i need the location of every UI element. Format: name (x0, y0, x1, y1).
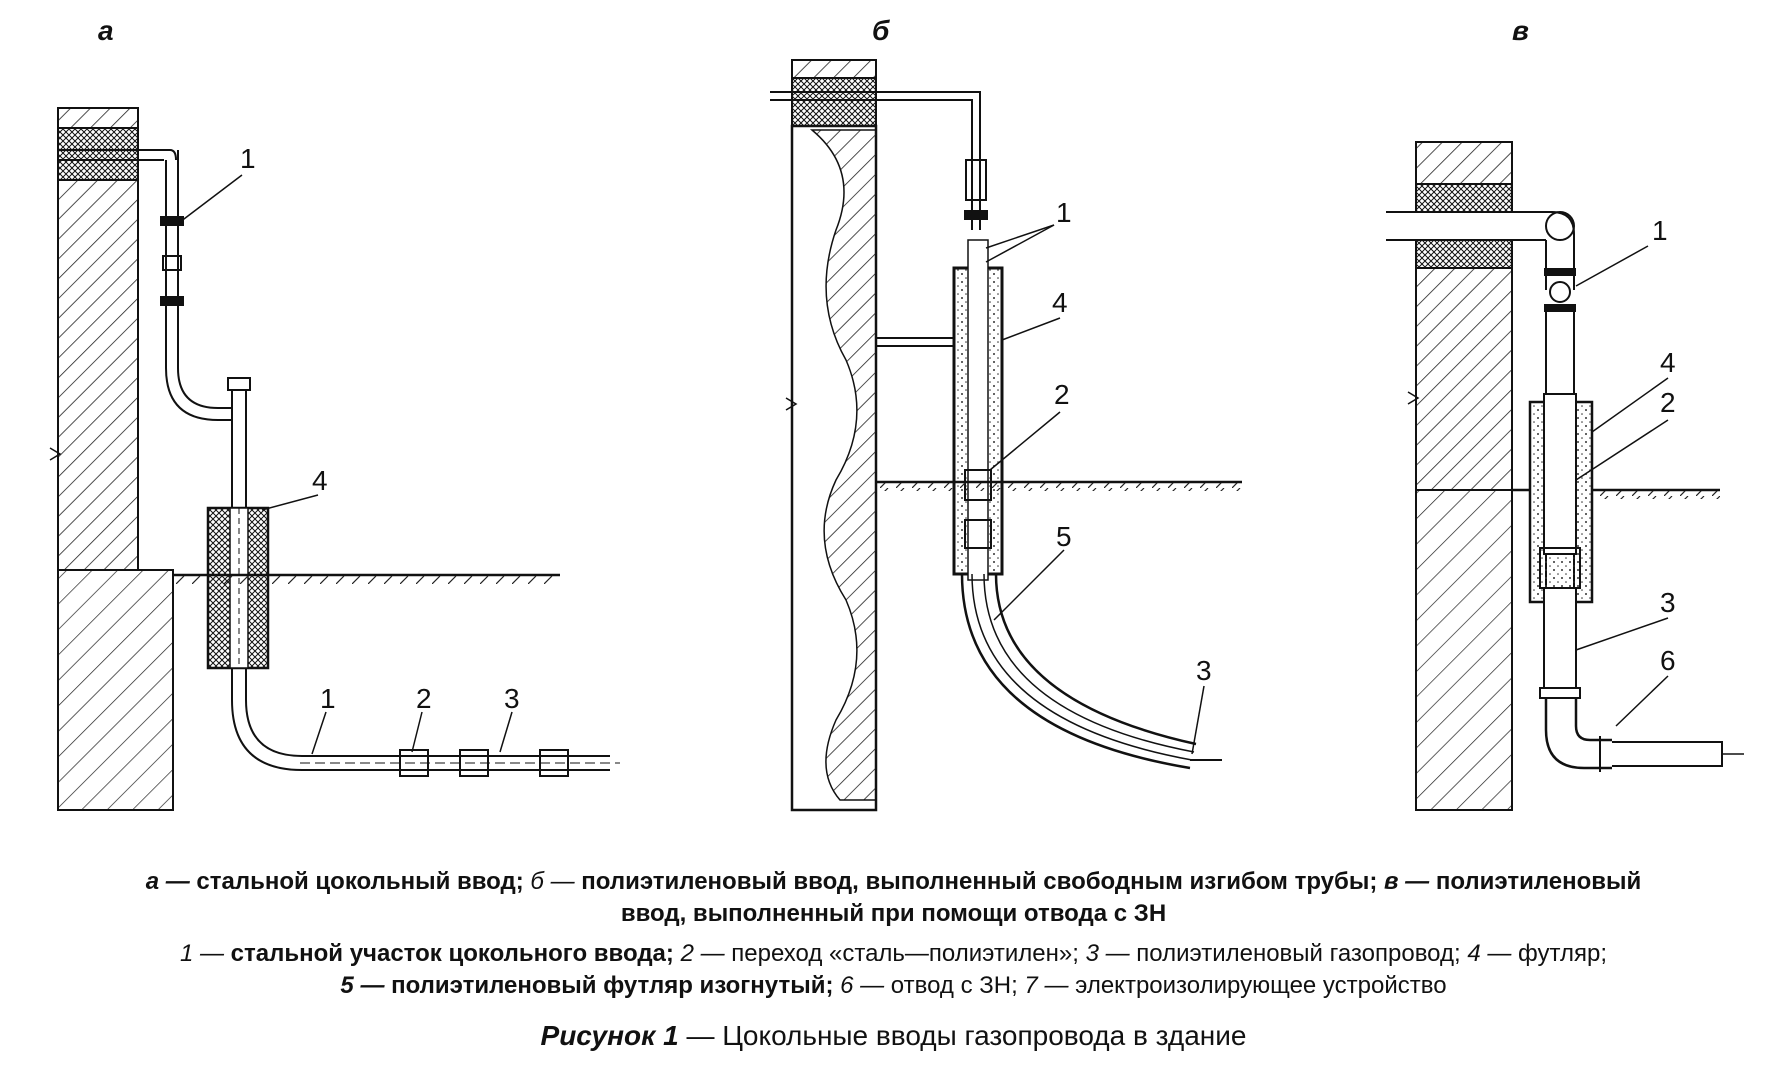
caption-text-b: полиэтиленовый ввод, выполненный свободн… (581, 868, 1378, 895)
figure-dash: — (686, 1020, 715, 1051)
panel-b-callout-3: 3 (1196, 655, 1212, 686)
legend-text-7: электроизолирующее устройство (1075, 972, 1447, 999)
panel-a-callout-1-bottom: 1 (320, 683, 336, 714)
panel-v-letter: в (1512, 15, 1529, 46)
caption-text-v2: ввод, выполненный при помощи отвода с ЗН (620, 900, 1167, 927)
panel-a-callout-2: 2 (416, 683, 432, 714)
panel-b-callout-2: 2 (1054, 379, 1070, 410)
legend-text-3: полиэтиленовый газопровод; (1136, 940, 1461, 967)
panel-v-callout-6: 6 (1660, 645, 1676, 676)
legend-key-5: 5 — (340, 972, 385, 999)
legend-key-7: 7 — (1024, 972, 1069, 999)
figure-label: Рисунок 1 (540, 1020, 679, 1051)
legend-text-6: отвод с ЗН; (890, 972, 1018, 999)
panel-b-callout-5: 5 (1056, 521, 1072, 552)
legend-key-4: 4 — (1467, 940, 1512, 967)
panel-b: б 1 4 2 5 3 (770, 15, 1242, 812)
caption-text-a: стальной цокольный ввод; (196, 868, 524, 895)
panel-v-callout-4: 4 (1660, 347, 1676, 378)
figure-title: Рисунок 1 — Цокольные вводы газопровода … (0, 1020, 1787, 1052)
legend-text-4: футляр; (1518, 940, 1607, 967)
legend-text-1: стальной участок цокольного ввода; (230, 940, 674, 967)
panel-a-callout-4: 4 (312, 465, 328, 496)
caption-key-a: а — (145, 868, 190, 895)
foundation (57, 569, 174, 811)
wall-cap (57, 107, 139, 129)
panel-v-callout-2: 2 (1660, 387, 1676, 418)
panel-a-letter: а (98, 15, 114, 46)
caption-key-v: в — (1384, 868, 1430, 895)
caption-text-v: полиэтиленовый (1435, 868, 1642, 895)
legend-text-2: переход «сталь—полиэтилен»; (731, 940, 1079, 967)
legend-key-2: 2 — (680, 940, 725, 967)
legend-key-1: 1 — (179, 940, 224, 967)
panel-v-callout-1: 1 (1652, 215, 1668, 246)
legend-text-5: полиэтиленовый футляр изогнутый; (391, 972, 834, 999)
panel-b-callout-4: 4 (1052, 287, 1068, 318)
panel-b-callout-1: 1 (1056, 197, 1072, 228)
variants-caption: а — стальной цокольный ввод; б — полиэти… (0, 866, 1787, 930)
panel-v: в 1 4 (1386, 15, 1744, 811)
panel-a-callout-3: 3 (504, 683, 520, 714)
panel-a: а 1 (49, 15, 620, 811)
panel-b-letter: б (872, 15, 890, 46)
figure-title-text: Цокольные вводы газопровода в здание (722, 1020, 1247, 1051)
legend-key-6: 6 — (840, 972, 885, 999)
legend-key-3: 3 — (1085, 940, 1130, 967)
insulation-block (57, 127, 139, 181)
legend-caption: 1 — стальной участок цокольного ввода; 2… (0, 938, 1787, 1002)
caption-key-b: б — (530, 868, 575, 895)
panel-v-callout-3: 3 (1660, 587, 1676, 618)
technical-drawing: а 1 (49, 15, 1744, 812)
brick-wall (57, 179, 139, 571)
flange-1 (160, 216, 184, 226)
panel-a-callout-1-top: 1 (240, 143, 256, 174)
